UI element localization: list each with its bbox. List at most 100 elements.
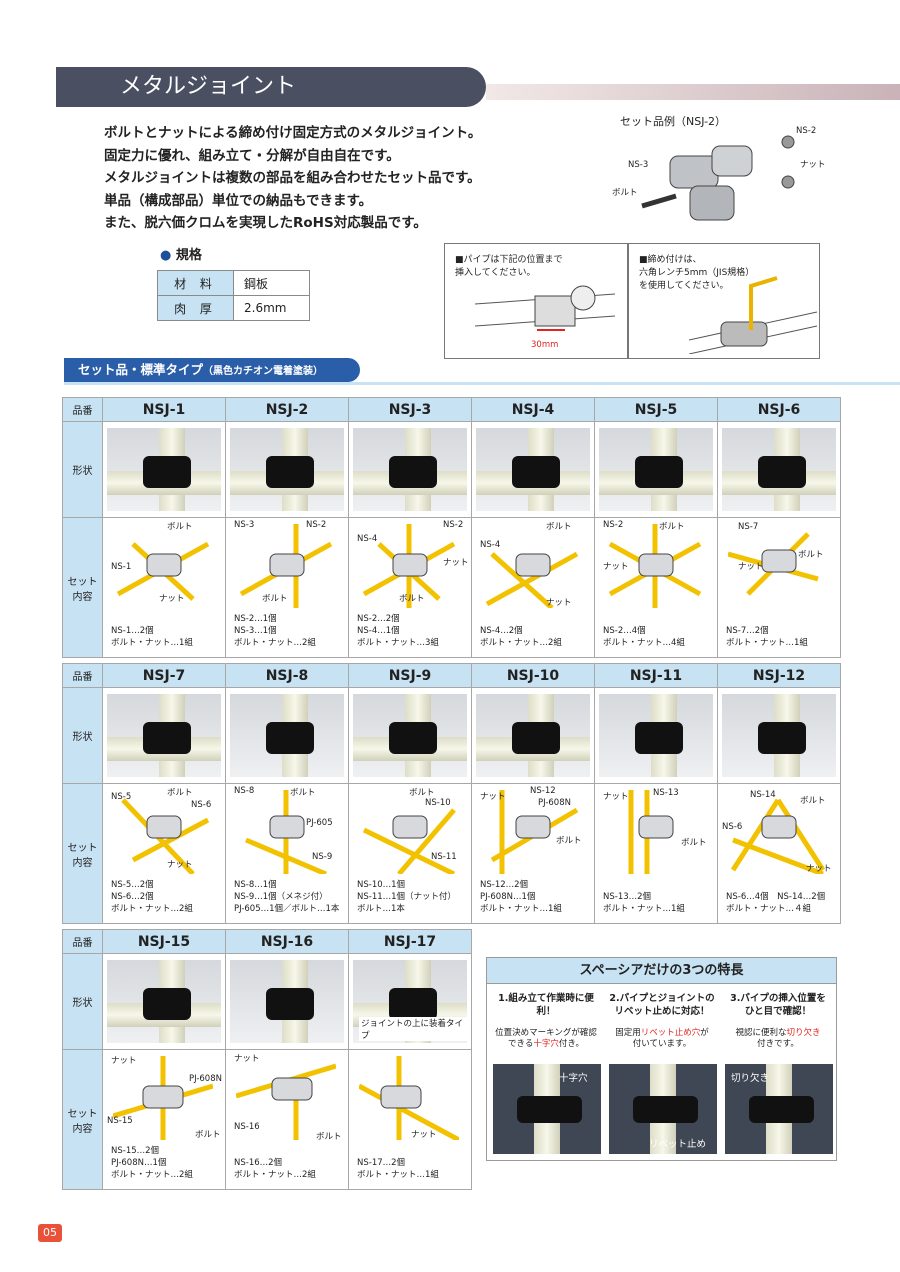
row-label-shape: 形状: [62, 953, 103, 1050]
product-photo: [353, 428, 467, 511]
product-photo: [722, 428, 836, 511]
spec-key: 肉 厚: [157, 295, 234, 321]
content-line: ボルト・ナット…1組: [357, 1170, 439, 1180]
feature-photo-tag: リベット止め: [649, 1139, 707, 1150]
part-label: ボルト: [262, 594, 288, 604]
part-label: NS-15: [107, 1116, 133, 1126]
part-label: ボルト: [681, 838, 707, 848]
product-photo: [353, 694, 467, 777]
part-label: ナット: [480, 792, 506, 802]
product-table-3: 品番 NSJ-15 NSJ-16 NSJ-17 形状 ジョイントの上に装着タイプ…: [62, 929, 472, 1190]
feature-title: ひと目で確認！: [744, 1006, 812, 1017]
feature-title: 2.パイプとジョイントの: [609, 993, 715, 1004]
part-label: NS-2: [443, 520, 464, 530]
feature-photo-tag: 切り欠き: [731, 1073, 770, 1084]
product-code: NSJ-17: [348, 929, 472, 954]
note-line: ■パイプは下記の位置まで: [455, 255, 563, 265]
feature-desc-highlight: 切り欠き: [786, 1028, 821, 1038]
content-line: NS-1…2個: [111, 626, 154, 636]
content-line: NS-16…2個: [234, 1158, 283, 1168]
content-line: NS-15…2個: [111, 1146, 160, 1156]
banner-rule: [64, 382, 900, 385]
product-code: NSJ-5: [594, 397, 718, 422]
content-line: ボルト・ナット…2組: [111, 904, 193, 914]
feature-desc: が: [700, 1028, 709, 1038]
content-line: ボルト・ナット…1組: [726, 638, 808, 648]
feature-desc-highlight: リベット止め穴: [640, 1028, 701, 1038]
content-line: ボルト・ナット…2組: [480, 638, 562, 648]
feature-title: 3.パイプの挿入位置を: [730, 993, 826, 1004]
feature-desc: できる: [508, 1039, 534, 1049]
spec-key: 材 料: [157, 270, 234, 296]
product-code: NSJ-12: [717, 663, 841, 688]
feature-photo-tag: 十字穴: [559, 1073, 588, 1084]
label-nut: ナット: [800, 160, 826, 170]
feature-1: 1.組み立て作業時に便利！ 位置決めマーキングが確認できる十字穴付き。: [491, 992, 601, 1050]
content-line: ボルト・ナット…1組: [111, 638, 193, 648]
product-code: NSJ-9: [348, 663, 472, 688]
content-line: NS-9…1個（メネジ付）: [234, 892, 328, 902]
part-label: ボルト: [167, 522, 193, 532]
feature-desc: 固定用: [615, 1028, 641, 1038]
product-code: NSJ-1: [102, 397, 226, 422]
product-photo: [107, 694, 221, 777]
spec-value: 鋼板: [233, 270, 310, 296]
exploded-diagram: [245, 790, 327, 874]
part-label: NS-2: [306, 520, 327, 530]
exploded-diagram: [239, 524, 333, 608]
label-ns-3: NS-3: [628, 160, 649, 170]
part-label: ナット: [546, 598, 572, 608]
exploded-diagram: [490, 790, 579, 874]
spec-heading: ● 規格: [160, 244, 202, 263]
page-title: メタルジョイント: [56, 67, 486, 107]
part-label: ボルト: [167, 788, 193, 798]
content-line: ボルト・ナット…2組: [111, 1170, 193, 1180]
product-photo: [722, 694, 836, 777]
product-photo: [599, 694, 713, 777]
intro-text: ボルトとナットによる締め付け固定方式のメタルジョイント。 固定力に優れ、組み立て…: [104, 122, 481, 235]
feature-photo-3: 切り欠き: [725, 1064, 833, 1154]
product-code: NSJ-11: [594, 663, 718, 688]
exploded-diagram: [116, 541, 210, 601]
product-photo: [230, 694, 344, 777]
intro-line: メタルジョイントは複数の部品を組み合わせたセット品です。: [104, 170, 481, 186]
example-heading: セット品例（NSJ-2）: [620, 115, 727, 128]
label-ns-2: NS-2: [796, 126, 817, 136]
part-label: NS-3: [234, 520, 255, 530]
content-line: ボルト・ナット…1組: [480, 904, 562, 914]
feature-desc: 付きです。: [757, 1039, 799, 1049]
product-code: NSJ-4: [471, 397, 595, 422]
product-code: NSJ-6: [717, 397, 841, 422]
content-line: NS-10…1個: [357, 880, 406, 890]
photo-caption: ジョイントの上に装着タイプ: [359, 1017, 467, 1041]
product-code: NSJ-15: [102, 929, 226, 954]
part-label: ナット: [111, 1056, 137, 1066]
row-label-set: セット内容: [62, 783, 103, 924]
note-line: 六角レンチ5mm（JIS規格）: [639, 268, 755, 278]
part-label: ナット: [411, 1130, 437, 1140]
banner-subtitle: （黒色カチオン電着塗装）: [203, 366, 324, 377]
feature-photo-2: リベット止め: [609, 1064, 717, 1154]
part-label: ボルト: [195, 1130, 221, 1140]
exploded-diagram: [730, 798, 826, 874]
intro-line: 単品（構成部品）単位での納品もできます。: [104, 192, 373, 209]
set-label-line: 内容: [72, 857, 93, 869]
part-label: NS-4: [480, 540, 501, 550]
feature-title: リベット止めに対応！: [614, 1006, 710, 1017]
content-line: NS-8…1個: [234, 880, 277, 890]
part-label: NS-13: [653, 788, 679, 798]
content-line: PJ-608N…1個: [111, 1158, 167, 1168]
content-line: ボルト・ナット…4組: [603, 638, 685, 648]
part-label: NS-8: [234, 786, 255, 796]
content-line: NS-6…4個 NS-14…2個: [726, 892, 826, 902]
part-label: NS-6: [722, 822, 743, 832]
content-line: ボルト・ナット…2組: [234, 1170, 316, 1180]
part-label: PJ-608N: [538, 798, 571, 808]
content-line: ボルト・ナット…3組: [357, 638, 439, 648]
note-line: ■締め付けは、: [639, 255, 702, 265]
